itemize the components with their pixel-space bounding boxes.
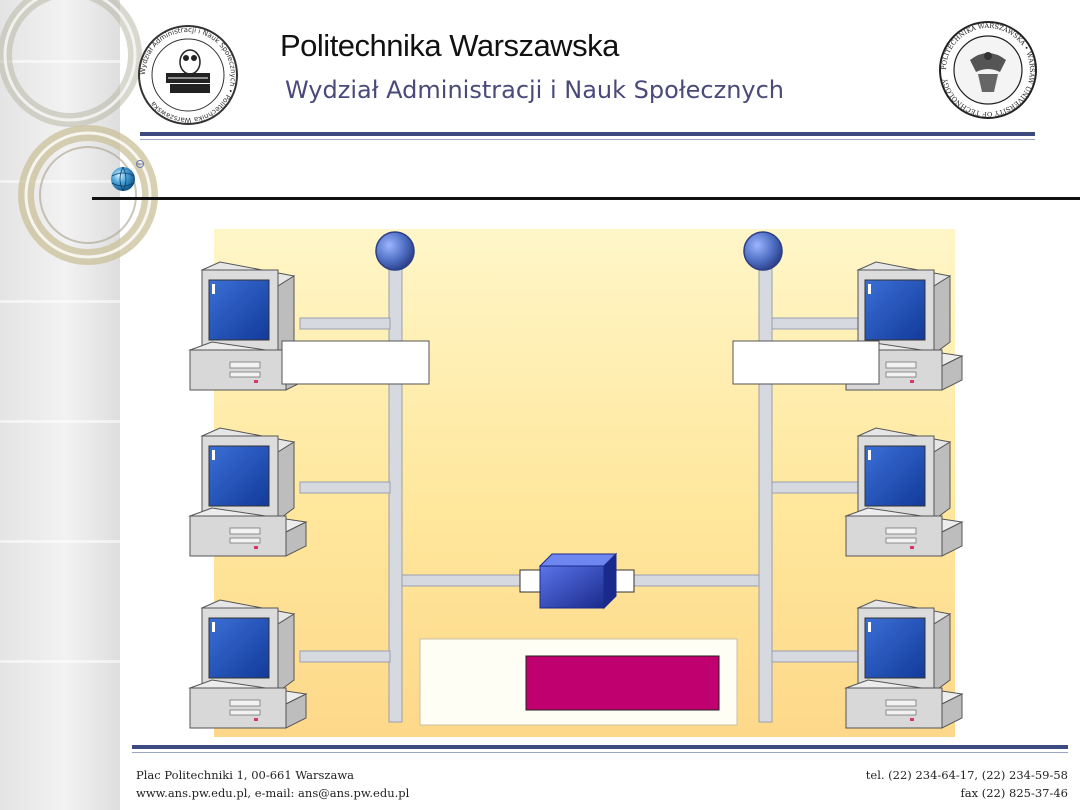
faculty-logo: Wydział Administracji i Nauk Społecznych…	[138, 25, 238, 125]
left-label-box	[281, 340, 430, 385]
right-bus-cable	[758, 261, 863, 723]
footer-phone: tel. (22) 234-64-17, (22) 234-59-58	[865, 768, 1068, 782]
magenta-label-box	[525, 655, 720, 711]
slide-title-rule	[92, 197, 1080, 200]
footer-rule	[132, 745, 1068, 749]
header-rule	[140, 132, 1035, 136]
faculty-subtitle: Wydział Administracji i Nauk Społecznych	[285, 76, 785, 104]
right-terminator	[743, 231, 783, 271]
right-label-box	[732, 340, 880, 385]
header-rule-thin	[140, 139, 1035, 140]
footer-address: Plac Politechniki 1, 00-661 Warszawa	[136, 768, 355, 782]
footer-rule-thin	[132, 752, 1068, 753]
university-seal: POLITECHNIKA WARSZAWSKA • WARSAW UNIVERS…	[939, 21, 1037, 119]
computer-right-3	[845, 599, 963, 729]
computer-left-1	[188, 261, 308, 391]
decorative-rings	[0, 0, 158, 265]
globe-icon	[111, 160, 144, 192]
footer-contact-right: tel. (22) 234-64-17, (22) 234-59-58 fax …	[866, 766, 1068, 802]
university-title: Politechnika Warszawska	[280, 28, 619, 63]
footer-contact-left: Plac Politechniki 1, 00-661 Warszawa www…	[136, 766, 409, 802]
bridge-device	[519, 552, 635, 610]
left-bus-cable	[299, 261, 403, 723]
footer-web-email[interactable]: www.ans.pw.edu.pl, e-mail: ans@ans.pw.ed…	[136, 786, 410, 800]
computer-right-2	[845, 427, 963, 557]
left-terminator	[375, 231, 415, 271]
computer-left-3	[189, 599, 307, 729]
footer-fax: fax (22) 825-37-46	[960, 786, 1068, 800]
computer-left-2	[189, 427, 307, 557]
